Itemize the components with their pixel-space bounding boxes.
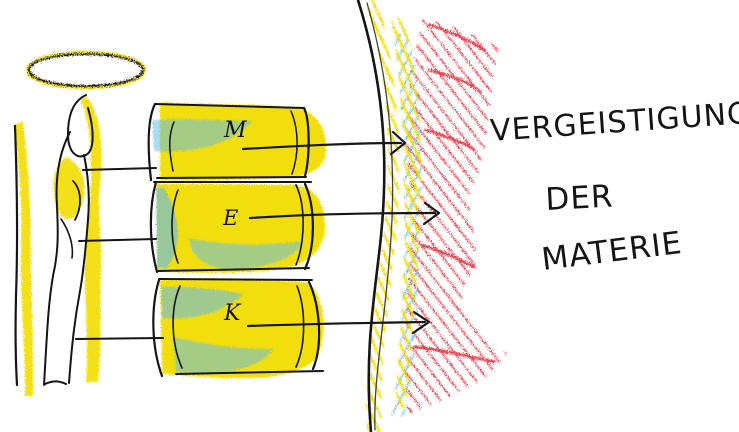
box-label-k: K xyxy=(223,301,242,326)
box-m: M xyxy=(149,102,327,181)
box-label-m: M xyxy=(223,118,247,143)
box-k: K xyxy=(153,279,323,378)
halo-icon xyxy=(28,53,144,87)
caption-line-2: DER xyxy=(545,178,615,218)
caption-line-1: VERGEISTIGUNG xyxy=(489,96,739,149)
box-label-e: E xyxy=(222,206,238,230)
standing-person-icon xyxy=(14,95,102,396)
box-stack: M E xyxy=(149,102,327,378)
caption: VERGEISTIGUNG DER MATERIE xyxy=(489,96,739,278)
box-e: E xyxy=(151,182,325,273)
caption-line-3: MATERIE xyxy=(540,225,685,278)
